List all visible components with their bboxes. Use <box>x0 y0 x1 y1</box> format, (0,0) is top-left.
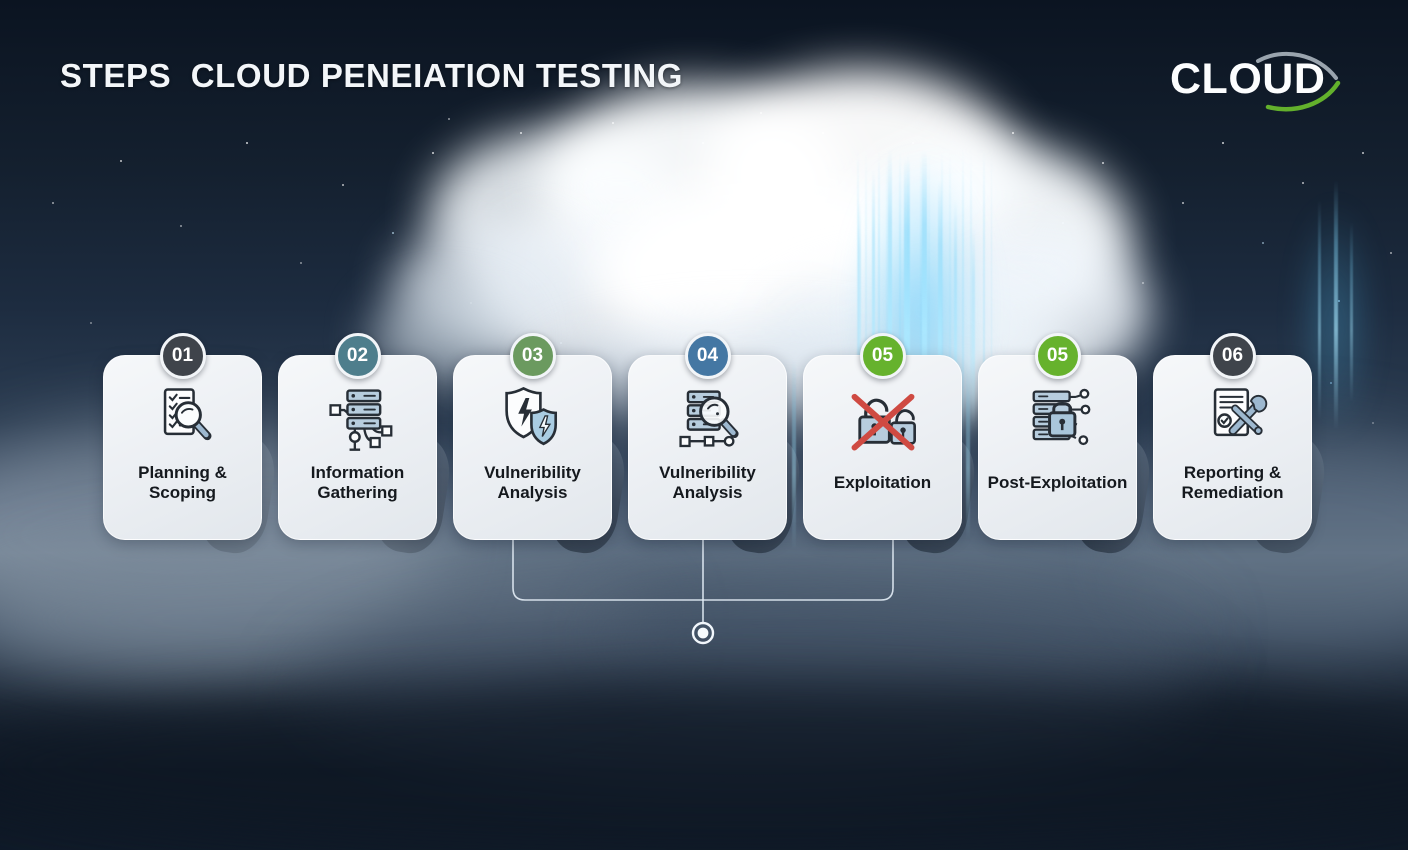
step-card: 02 Information Gathering <box>278 333 437 540</box>
step-number-badge: 04 <box>684 333 731 379</box>
step-number: 04 <box>696 345 719 366</box>
step-number-badge: 05 <box>1034 333 1081 379</box>
step-number-badge: 05 <box>859 333 906 379</box>
step-card: 05 Exploitation <box>803 333 962 540</box>
step-number: 03 <box>521 345 544 366</box>
starfield <box>0 0 2 2</box>
checklist-magnifier-icon <box>145 380 221 456</box>
infographic-page: { "title": "STEPS CLOUD PENEIATION TESTI… <box>0 0 1408 768</box>
server-network-icon <box>320 380 396 456</box>
step-label: Information Gathering <box>310 463 405 502</box>
connector-node-icon <box>691 621 715 645</box>
server-lock-icon <box>1020 380 1096 456</box>
step-label: Post-Exploitation <box>987 473 1128 493</box>
step-card: 05 Post-Exploitation <box>978 333 1137 540</box>
step-number-badge: 03 <box>509 333 556 379</box>
cloud-logo: CLOUD <box>1170 46 1348 112</box>
step-number: 05 <box>871 345 894 366</box>
step-label: Vulneribility Analysis <box>484 463 581 502</box>
step-number-badge: 01 <box>159 333 206 379</box>
mist <box>0 680 1408 850</box>
step-number: 01 <box>171 345 194 366</box>
step-number: 02 <box>346 345 369 366</box>
flow-connector <box>512 540 894 645</box>
step-card: 04 Vulneribility Analysis <box>628 333 787 540</box>
page-title: STEPS CLOUD PENEIATION TESTING <box>60 57 684 94</box>
cloud-logo-swoosh-icon <box>1256 51 1341 112</box>
step-label: Exploitation <box>833 473 932 493</box>
step-card: 06 Reporting & Remediation <box>1153 333 1312 540</box>
shield-lightning-icon <box>495 380 571 456</box>
cloud-logo-text: CLOUD <box>1170 55 1326 103</box>
step-number-badge: 02 <box>334 333 381 379</box>
padlocks-crossed-icon <box>845 380 921 456</box>
step-number: 06 <box>1221 345 1244 366</box>
server-magnifier-icon <box>670 380 746 456</box>
step-number: 05 <box>1046 345 1069 366</box>
step-card: 03 Vulneribility Analysis <box>453 333 612 540</box>
step-label: Vulneribility Analysis <box>659 463 756 502</box>
report-tools-icon <box>1195 380 1271 456</box>
step-label: Planning & Scoping <box>138 463 227 502</box>
step-card: 01 Planning & Scoping <box>103 333 262 540</box>
step-label: Reporting & Remediation <box>1181 463 1284 502</box>
step-number-badge: 06 <box>1209 333 1256 379</box>
